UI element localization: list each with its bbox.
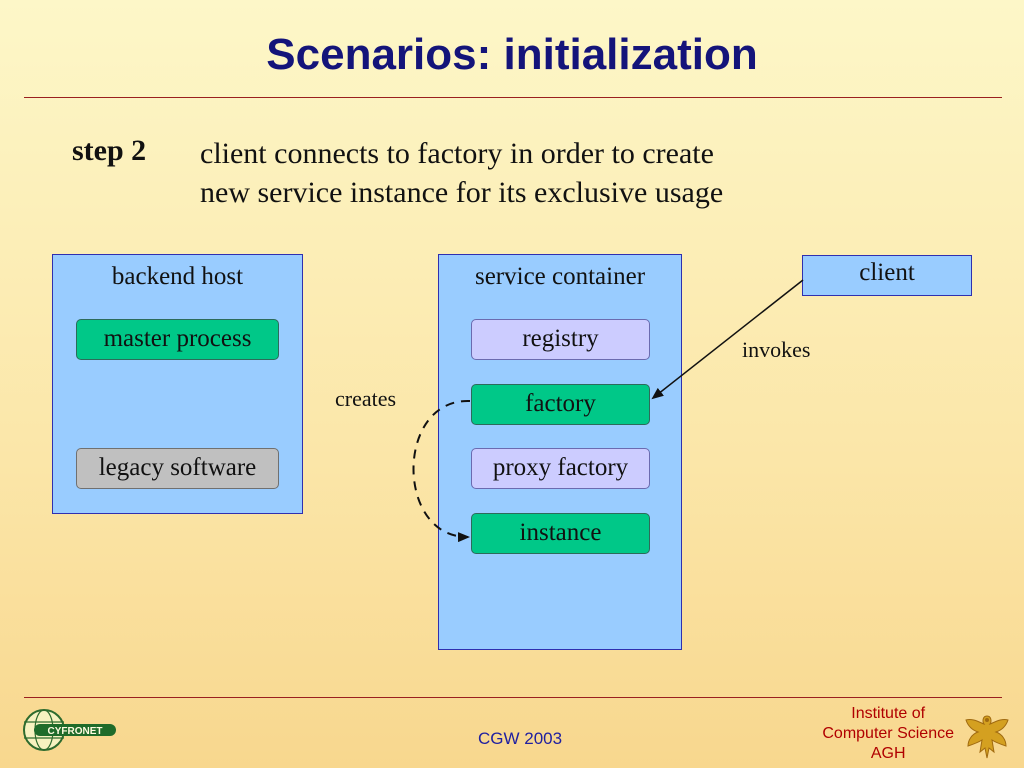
slide-title: Scenarios: initialization — [266, 30, 758, 79]
step-line-1: client connects to factory in order to c… — [200, 137, 714, 170]
conference-label: CGW 2003 — [478, 729, 563, 748]
institute-name: Institute of Computer Science AGH — [822, 704, 954, 764]
creates-arrow — [412, 399, 471, 543]
footer-divider — [24, 697, 1002, 698]
cyfronet-logo-text: CYFRONET — [48, 726, 103, 737]
factory-box: factory — [471, 384, 650, 425]
master-process-box: master process — [76, 319, 279, 360]
client-label: client — [859, 259, 915, 286]
creates-label: creates — [335, 386, 397, 411]
instance-box: instance — [471, 513, 650, 554]
invokes-label: invokes — [742, 337, 811, 362]
institute-line-1: Institute of — [851, 705, 926, 722]
step-description: client connects to factory in order to c… — [200, 134, 723, 212]
agh-eagle-logo — [965, 715, 1009, 759]
backend-host-title: backend host — [111, 263, 244, 290]
step-line-2: new service instance for its exclusive u… — [200, 176, 724, 209]
service-container-panel: service container registry factory proxy… — [438, 254, 682, 650]
registry-box: registry — [471, 319, 650, 360]
legacy-software-box: legacy software — [76, 448, 279, 489]
service-container-title: service container — [474, 263, 646, 290]
title-divider — [24, 97, 1002, 98]
institute-line-3: AGH — [870, 745, 906, 762]
step-label: step 2 — [72, 134, 147, 167]
backend-host-panel: backend host master process legacy softw… — [52, 254, 303, 514]
invokes-arrow — [651, 279, 804, 400]
client-box: client — [802, 255, 972, 296]
proxy-factory-box: proxy factory — [471, 448, 650, 489]
institute-line-2: Computer Science — [822, 725, 954, 742]
cyfronet-logo: CYFRONET — [23, 709, 116, 751]
